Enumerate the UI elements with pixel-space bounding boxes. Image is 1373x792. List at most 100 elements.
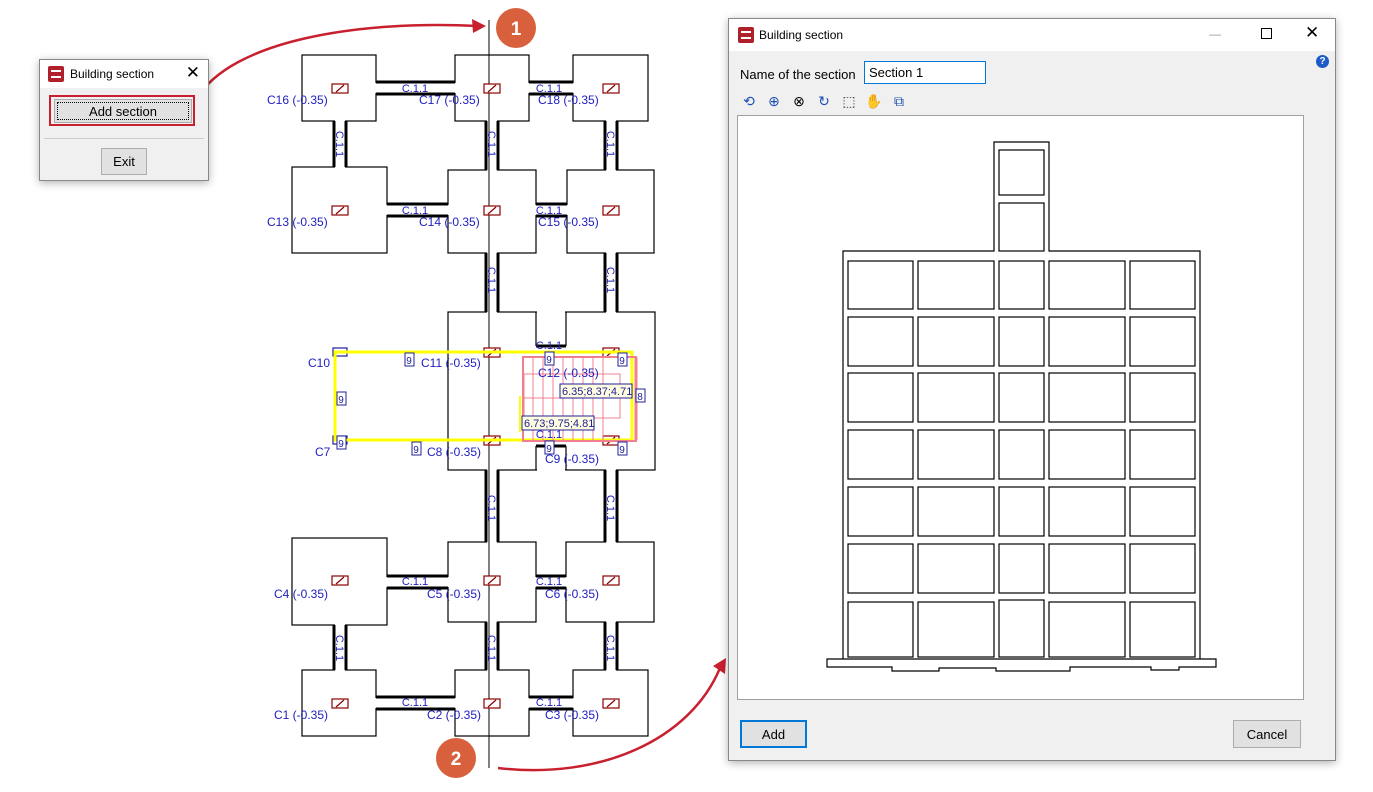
section-room [1048,601,1126,658]
section-room [847,429,914,480]
wall-tag: 9 [619,445,625,456]
stair-dimension-label: 6.35;8.37;4.71 [562,386,632,398]
zoom-all-icon[interactable]: ⊕ [765,92,783,110]
section-room [998,260,1045,310]
section-room [1048,372,1126,423]
building-section-small-dialog: Building section ✕ Add section Exit [39,59,209,181]
arrow-2-head [713,658,726,674]
section-room [847,372,914,423]
column-label: C15 (-0.35) [538,215,599,229]
column-label: C10 [308,356,330,370]
column-symbol-icon[interactable] [602,698,620,709]
section-room [847,486,914,537]
section-room [917,543,995,594]
column-label: C6 (-0.35) [545,587,599,601]
section-room [1129,486,1196,537]
section-drawing [826,141,1217,672]
help-icon[interactable]: ? [1316,55,1329,68]
beam-label: C.1.1 [402,83,428,95]
beam-label: C.1.1 [604,131,616,157]
cancel-button[interactable]: Cancel [1233,720,1301,748]
close-icon[interactable]: ✕ [1305,23,1320,42]
dialog-title: Building section [759,28,844,42]
dialog-titlebar: Building section — ✕ [729,19,1335,51]
arrow-2 [497,667,722,772]
beam-label: C.1.1 [485,635,497,661]
add-section-highlight [49,95,195,126]
column-symbols [331,83,620,709]
section-room [917,429,995,480]
column-symbol-icon[interactable] [331,205,349,216]
beam-label: C.1.1 [536,340,562,352]
plan-labels: C16 (-0.35)C17 (-0.35)C18 (-0.35)C13 (-0… [267,83,646,722]
section-room [847,316,914,367]
plan-block [291,537,388,626]
column-symbol-icon[interactable] [602,575,620,586]
beam-label: C.1.1 [333,131,345,157]
add-button[interactable]: Add [740,720,807,748]
section-outline [842,141,1201,659]
exit-button[interactable]: Exit [101,148,147,175]
column-symbol-icon[interactable] [331,698,349,709]
section-room [1129,543,1196,594]
column-symbol-icon[interactable] [602,205,620,216]
column-label: C1 (-0.35) [274,708,328,722]
maximize-icon[interactable] [1261,28,1272,39]
zoom-previous-icon[interactable]: ⟲ [740,92,758,110]
column-label: C13 (-0.35) [267,215,328,229]
column-symbol-icon[interactable] [483,575,501,586]
callout-1: 1 [496,8,536,48]
column-symbol-icon[interactable] [331,575,349,586]
wall-tag: 9 [338,439,344,450]
callout-2-text: 2 [451,749,462,770]
section-room [847,543,914,594]
wall-tag: 9 [546,355,552,366]
section-room [998,316,1045,367]
column-label: C18 (-0.35) [538,93,599,107]
wall-tag: 9 [406,356,412,367]
beam-label: C.1.1 [402,697,428,709]
app-icon [48,66,64,82]
section-room [1129,429,1196,480]
zoom-window-icon[interactable]: ⬚ [840,92,858,110]
small-dialog-titlebar: Building section ✕ [40,60,208,88]
beam-label: C.1.1 [536,576,562,588]
small-dialog-title: Building section [70,67,155,81]
section-room [998,543,1045,594]
section-room [1048,486,1126,537]
column-symbol-icon[interactable] [483,205,501,216]
redraw-icon[interactable]: ↻ [815,92,833,110]
stair-dimension-label: 6.73;9.75;4.81 [524,418,594,430]
minimize-icon[interactable]: — [1209,27,1221,41]
section-room [998,372,1045,423]
column-label: C2 (-0.35) [427,708,481,722]
section-name-input[interactable] [864,61,986,84]
column-symbol-icon[interactable] [483,698,501,709]
column-symbol-icon[interactable] [483,83,501,94]
section-room [998,486,1045,537]
section-room [917,486,995,537]
section-room [1129,601,1196,658]
column-label: C17 (-0.35) [419,93,480,107]
beam-label: C.1.1 [333,635,345,661]
section-room [917,260,995,310]
wall-tag: 9 [546,444,552,455]
section-room [847,260,914,310]
pan-hand-icon[interactable]: ✋ [865,92,883,110]
section-room [1048,316,1126,367]
add-section-button[interactable]: Add section [54,99,192,123]
section-room [917,316,995,367]
column-symbol-icon[interactable] [602,83,620,94]
column-label: C3 (-0.35) [545,708,599,722]
section-room [998,202,1045,252]
close-icon[interactable]: ✕ [185,63,200,82]
zoom-x2-icon[interactable]: ⊗ [790,92,808,110]
callout-1-text: 1 [511,19,522,40]
column-symbol-icon[interactable] [331,83,349,94]
export-icon[interactable]: ⧉ [890,92,908,110]
building-section-dialog: Building section — ✕ ? Name of the secti… [728,18,1336,761]
beam-label: C.1.1 [536,429,562,441]
section-preview-canvas[interactable] [737,115,1304,700]
beam-label: C.1.1 [536,83,562,95]
